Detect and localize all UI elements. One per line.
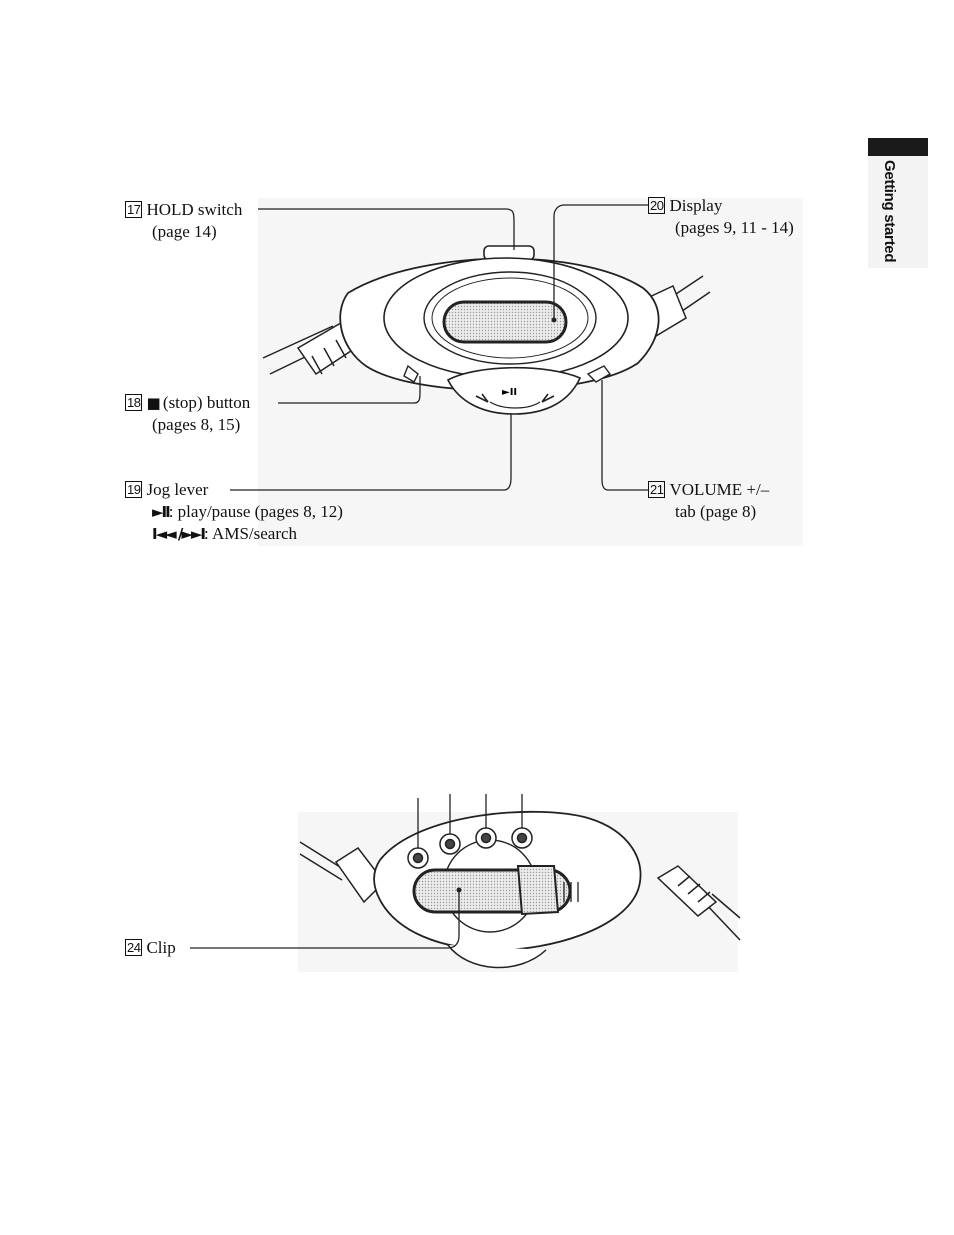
callout-page-ref: (pages 8, 15) [125, 414, 250, 436]
callout-page-ref: tab (page 8) [648, 501, 769, 523]
play-pause-icon: ►II [152, 503, 169, 521]
callout-title: (stop) button [159, 393, 251, 412]
callout-number: 21 [648, 481, 665, 498]
callout-title: Clip [146, 938, 175, 957]
section-tab-bar [868, 138, 928, 156]
ams-search-description: : AMS/search [204, 524, 297, 543]
callout-page-ref: (page 14) [125, 221, 242, 243]
jog-play-pause-icon: ►II [502, 387, 517, 398]
callout-title: Jog lever [146, 480, 208, 499]
callout-title: Display [669, 196, 722, 215]
callout-number: 20 [648, 197, 665, 214]
callout-number: 18 [125, 394, 142, 411]
callout-title: HOLD switch [146, 200, 242, 219]
section-tab-label: Getting started [868, 160, 898, 268]
play-pause-description: : play/pause (pages 8, 12) [169, 502, 343, 521]
callout-title: VOLUME +/– [669, 480, 769, 499]
callout-number: 24 [125, 939, 142, 956]
ams-search-icon: I◄◄ /►►I [152, 525, 204, 543]
stop-icon: ■ [146, 394, 158, 412]
section-tab: Getting started [868, 138, 928, 268]
remote-back-drawing [118, 790, 748, 980]
callout-number: 19 [125, 481, 142, 498]
callout-number: 17 [125, 201, 142, 218]
callout-stop-button: 18■ (stop) button (pages 8, 15) [125, 392, 250, 436]
callout-page-ref: (pages 9, 11 - 14) [648, 217, 794, 239]
